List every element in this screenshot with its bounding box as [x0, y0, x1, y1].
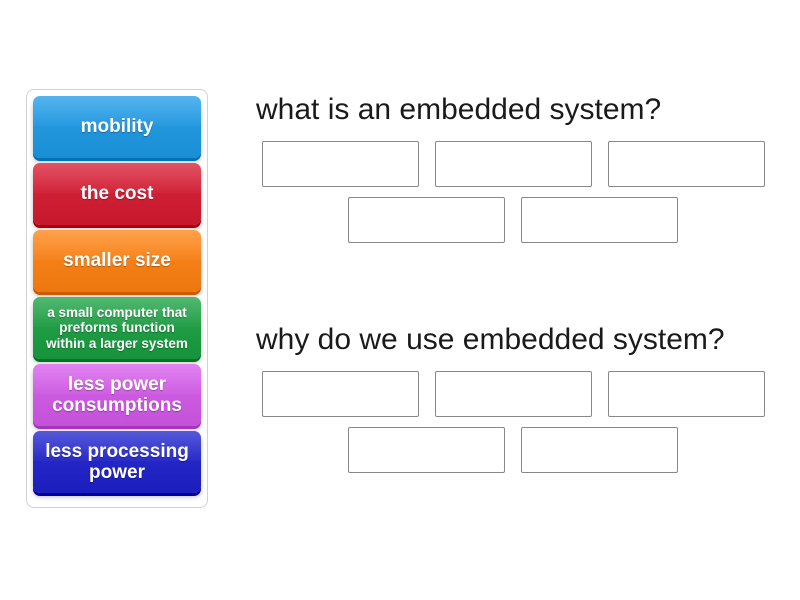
tile-list: mobility the cost smaller size a small c… — [33, 96, 201, 493]
draggable-tile-mobility[interactable]: mobility — [33, 96, 201, 158]
tile-label: less processing power — [45, 440, 189, 483]
drop-zone[interactable] — [262, 141, 419, 187]
draggable-tile-the-cost[interactable]: the cost — [33, 163, 201, 225]
question-group-1: what is an embedded system? — [254, 92, 784, 253]
drop-zone-row — [254, 371, 784, 417]
question-title: what is an embedded system? — [256, 93, 662, 126]
draggable-tile-smaller-size[interactable]: smaller size — [33, 230, 201, 292]
draggable-tile-definition[interactable]: a small computer that preforms function … — [33, 297, 201, 359]
tile-label: a small computer that preforms function … — [46, 305, 188, 351]
drop-zone[interactable] — [521, 427, 678, 473]
tile-label: mobility — [80, 116, 154, 138]
draggable-answer-tiles-panel: mobility the cost smaller size a small c… — [26, 89, 208, 508]
drop-zone[interactable] — [348, 427, 505, 473]
tile-label: less power consumptions — [52, 373, 182, 416]
drop-zone[interactable] — [608, 141, 765, 187]
drop-zone-row — [254, 427, 784, 473]
question-group-2: why do we use embedded system? — [254, 322, 784, 483]
drop-zone[interactable] — [608, 371, 765, 417]
drop-zone[interactable] — [262, 371, 419, 417]
drop-zone[interactable] — [521, 197, 678, 243]
tile-label: the cost — [80, 183, 154, 205]
drop-zone[interactable] — [348, 197, 505, 243]
drop-zone-row — [254, 197, 784, 243]
drop-zone[interactable] — [435, 141, 592, 187]
draggable-tile-less-power-consumptions[interactable]: less power consumptions — [33, 364, 201, 426]
drop-zone-row — [254, 141, 784, 187]
drop-zone[interactable] — [435, 371, 592, 417]
question-title: why do we use embedded system? — [256, 323, 725, 356]
draggable-tile-less-processing-power[interactable]: less processing power — [33, 431, 201, 493]
tile-label: smaller size — [63, 250, 171, 272]
